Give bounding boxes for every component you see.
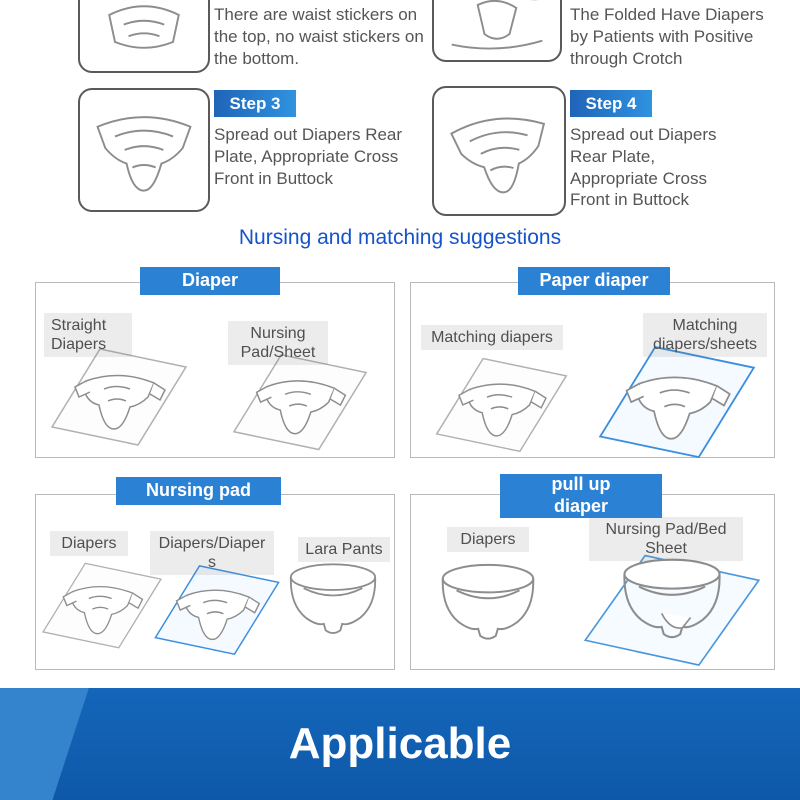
panel-paper-diaper: Matching diapers Matching diapers/sheets xyxy=(410,282,775,461)
step4-text: Spread out Diapers Rear Plate, Appropria… xyxy=(570,125,717,210)
diaper-on-blue-pad-icon xyxy=(598,346,756,459)
step3-badge: Step 3 xyxy=(214,90,296,117)
item-label: Matching diapers xyxy=(421,325,563,351)
footer-title: Applicable xyxy=(288,719,512,768)
item-label: Diapers/Diapers xyxy=(150,531,274,576)
diaper-on-pad-icon xyxy=(435,357,568,453)
footer-banner: Applicable xyxy=(0,688,800,800)
folded-diaper-note: The Folded Have Diapers by Patients with… xyxy=(570,5,764,68)
item-label: Nursing Pad/Bed Sheet xyxy=(589,517,743,562)
step4-badge: Step 4 xyxy=(570,90,652,117)
step3-illustration xyxy=(78,88,210,212)
diaper-on-blue-pad-illustration xyxy=(148,553,286,663)
diaper-on-pad-illustration xyxy=(226,341,374,459)
panel-header-paper-diaper: Paper diaper xyxy=(518,267,670,295)
item-label: Diapers xyxy=(50,531,128,557)
fold-diaper-illustration xyxy=(78,0,210,73)
panel-header-nursing-pad: Nursing pad xyxy=(116,477,281,505)
panel-diaper: Straight Diapers Nursing Pad/Sheet xyxy=(35,282,395,458)
item-label: Matching diapers/sheets xyxy=(643,313,767,358)
diaper-on-pad-illustration xyxy=(36,551,168,657)
step3-text: Spread out Diapers Rear Plate, Appropria… xyxy=(214,125,403,188)
step4-illustration xyxy=(432,86,566,216)
suggestions-title: Nursing and matching suggestions xyxy=(238,226,562,249)
pull-up-pants-illustration xyxy=(429,557,547,655)
hands-folding-diaper-icon xyxy=(108,5,180,49)
patient-lying-icon xyxy=(451,0,543,50)
diaper-on-pad-icon xyxy=(232,353,368,451)
pull-up-pants-icon xyxy=(289,563,377,634)
item-label: Lara Pants xyxy=(298,537,390,563)
diaper-on-blue-pad-illustration xyxy=(591,331,763,469)
diaper-on-blue-pad-icon xyxy=(154,565,280,656)
panel-nursing-pad: Diapers Diapers/Diapers Lara Pants xyxy=(35,494,395,670)
panel-header-pull-up-diaper: pull up diaper xyxy=(500,474,662,518)
pants-on-blue-sheet-icon xyxy=(583,554,761,666)
pull-up-pants-icon xyxy=(441,563,535,640)
panel-pull-up-diaper: Diapers Nursing Pad/Bed Sheet xyxy=(410,494,775,670)
pants-on-blue-sheet-illustration xyxy=(579,539,765,668)
panel-header-diaper: Diaper xyxy=(140,267,280,295)
waist-sticker-note: There are waist stickers on the top, no … xyxy=(214,5,424,68)
open-diaper-icon xyxy=(96,116,192,192)
pull-up-pants-illustration xyxy=(278,557,388,649)
item-label: Nursing Pad/Sheet xyxy=(228,321,328,366)
item-label: Straight Diapers xyxy=(44,313,132,358)
patient-illustration xyxy=(432,0,562,62)
diaper-on-pad-illustration xyxy=(429,345,574,461)
diaper-on-pad-icon xyxy=(41,562,163,649)
diaper-on-pad-icon xyxy=(50,348,188,446)
spread-diaper-icon xyxy=(450,117,546,194)
item-label: Diapers xyxy=(447,527,529,553)
diaper-on-pad-illustration xyxy=(44,335,194,455)
